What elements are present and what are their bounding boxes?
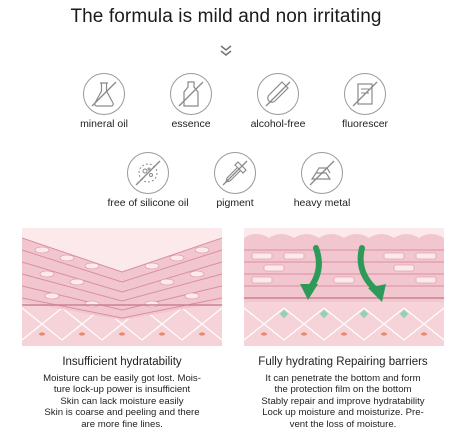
caption-line: It can penetrate the bottom and form [265, 373, 421, 384]
caption-line: are more fine lines. [81, 418, 163, 430]
icon-label: pigment [216, 197, 254, 209]
icon-item-fluorescer: fluorescer [317, 73, 413, 130]
icon-label: fluorescer [341, 118, 389, 130]
skin-illustration-hydrated [244, 228, 444, 346]
dropper-icon [214, 152, 256, 194]
test-tube-icon [257, 73, 299, 115]
right-caption-title: Fully hydrating Repairing barriers [258, 356, 428, 368]
silicone-bubbles-icon [127, 152, 169, 194]
flask-icon [83, 73, 125, 115]
icon-item-heavy-metal: heavy metal [274, 152, 370, 209]
caption-line: Lock up moisture and moisturize. Pre- [262, 407, 424, 419]
icon-item-essence: essence [143, 73, 239, 130]
penetration-arrow-icon [300, 245, 322, 300]
icon-label: heavy metal [293, 197, 351, 209]
icon-label: free of silicone oil [107, 197, 189, 209]
drop-bottle-icon [170, 73, 212, 115]
icon-label: essence [171, 118, 211, 130]
page-title: The formula is mild and non irritating [70, 6, 382, 27]
caption-line: Moisture can be easily got lost. Mois- [43, 373, 201, 384]
penetration-arrow-icon [357, 245, 386, 302]
caption-line: vent the loss of moisture. [289, 418, 397, 430]
icon-label: alcohol-free [250, 118, 306, 130]
box-icon [344, 73, 386, 115]
icon-item-mineral-oil: mineral oil [56, 73, 152, 130]
caption-line: Skin is coarse and peeling and there [44, 407, 200, 419]
double-chevron-down-icon [220, 45, 232, 57]
metal-bars-icon [301, 152, 343, 194]
caption-line: the protection film on the bottom [274, 384, 412, 396]
icon-item-silicone-oil: free of silicone oil [100, 152, 196, 209]
icon-label: mineral oil [80, 118, 128, 130]
caption-line: Stably repair and improve hydratability [261, 395, 425, 407]
icon-item-alcohol-free: alcohol-free [230, 73, 326, 130]
left-caption-title: Insufficient hydratability [62, 356, 182, 368]
caption-line: Skin can lack moisture easily [60, 395, 184, 407]
right-caption-body: It can penetrate the bottom and form the… [238, 373, 448, 430]
skin-illustration-dry [22, 228, 222, 346]
left-caption-body: Moisture can be easily got lost. Mois- t… [22, 373, 222, 430]
icon-item-pigment: pigment [187, 152, 283, 209]
caption-line: ture lock-up power is insufficient [53, 384, 191, 396]
